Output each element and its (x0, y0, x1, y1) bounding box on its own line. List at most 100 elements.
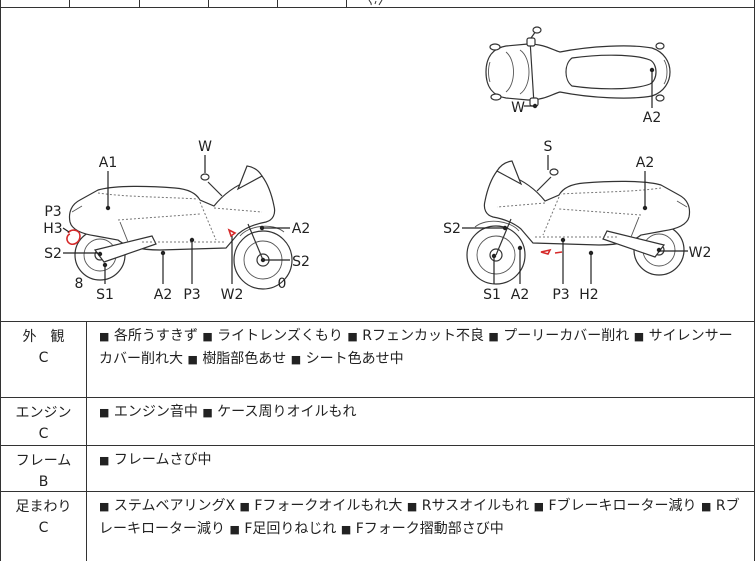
damage-diagram: W A2 A1 W P3 (43, 26, 711, 303)
diagram-label: 0 (278, 276, 287, 292)
diagram-label: S1 (483, 287, 501, 303)
defect-item: ■ エンジン音中 (99, 404, 198, 420)
section-heading-cell: エンジン C (1, 398, 87, 445)
defect-list: ■ 各所うすきず ■ ライトレンズくもり ■ Rフェンカット不良 ■ プーリーカ… (87, 322, 754, 397)
section-heading-cell: 外 観 C (1, 322, 87, 397)
defect-text: Rサスオイルもれ (421, 498, 530, 514)
bullet-mark: ■ (99, 330, 110, 343)
defect-text: プーリーカバー削れ (503, 328, 630, 344)
section-heading-cell: フレーム B (1, 446, 87, 491)
section-row-exterior: 外 観 C ■ 各所うすきず ■ ライトレンズくもり ■ Rフェンカット不良 ■… (1, 322, 754, 398)
defect-item: ■ ケース周りオイルもれ (202, 404, 356, 420)
table-cell (347, 0, 754, 7)
diagram-label: 8 (75, 276, 84, 292)
defect-text: Fブレーキローター減り (548, 498, 697, 514)
defect-item: ■ プーリーカバー削れ (488, 328, 629, 344)
bullet-mark: ■ (239, 500, 250, 513)
diagram-label: H2 (579, 287, 598, 303)
section-grade: C (38, 350, 49, 366)
table-cell (278, 0, 347, 7)
top-view-callouts: W A2 (511, 67, 661, 126)
defect-list: ■ フレームさび中 (87, 446, 754, 491)
left-view-callouts: A1 W P3 H3 S2 A2 S2 8 0 S1 A2 P3 W2 (43, 139, 310, 303)
defect-item: ■ シート色あせ中 (291, 351, 404, 367)
table-cell (209, 0, 278, 7)
diagram-label: S2 (443, 221, 461, 237)
section-name: エンジン (15, 405, 72, 421)
bullet-mark: ■ (533, 500, 545, 513)
scooter-top-view (485, 26, 671, 107)
section-grade: C (38, 426, 49, 442)
bullet-mark: ■ (633, 330, 645, 343)
table-cell (140, 0, 209, 7)
diagram-label: S2 (44, 246, 62, 262)
diagram-label: P3 (552, 287, 569, 303)
defect-item: ■ Fフォークオイルもれ大 (239, 498, 402, 514)
section-row-frame: フレーム B ■ フレームさび中 (1, 446, 754, 492)
defect-text: エンジン音中 (113, 404, 198, 420)
defect-text: Rフェンカット不良 (362, 328, 484, 344)
bullet-mark: ■ (701, 500, 712, 513)
defect-text: ステムベアリングX (113, 498, 236, 514)
bullet-mark: ■ (488, 330, 499, 343)
defect-text: ケース周りオイルもれ (217, 404, 357, 420)
defect-text: ライトレンズくもり (217, 328, 343, 344)
right-view-callouts: S A2 S2 W2 S1 A2 P3 H2 (443, 139, 711, 303)
defect-item: ■ Rブレーキローター減り (99, 498, 740, 537)
section-grade: B (38, 474, 49, 490)
diagram-label: S2 (292, 254, 310, 270)
defect-text: フレームさび中 (113, 452, 212, 468)
defect-item: ■ Fブレーキローター減り (534, 498, 697, 514)
diagram-label: A2 (643, 110, 661, 126)
defect-item: ■ F足回りねじれ (229, 521, 336, 537)
defect-text: シート色あせ中 (305, 351, 404, 367)
bullet-mark: ■ (290, 353, 302, 366)
defect-item: ■ Rフェンカット不良 (347, 328, 484, 344)
defect-text: サイレンサーカバー削れ大 (99, 328, 733, 367)
section-name: 外 観 (22, 329, 65, 345)
clipped-text-fragment (368, 0, 383, 6)
defect-list: ■ ステムベアリングX ■ Fフォークオイルもれ大 ■ Rサスオイルもれ ■ F… (87, 492, 754, 561)
bullet-mark: ■ (340, 523, 352, 536)
section-name: フレーム (15, 453, 72, 469)
defect-mark (554, 251, 563, 254)
defect-text: Fフォークオイルもれ大 (254, 498, 403, 514)
diagram-label: P3 (44, 204, 61, 220)
defect-text: 各所うすきず (113, 328, 198, 344)
bullet-mark: ■ (99, 500, 110, 513)
defect-item: ■ 各所うすきず (99, 328, 198, 344)
defect-text: F足回りねじれ (244, 521, 337, 537)
defect-mark (540, 248, 552, 255)
bullet-mark: ■ (202, 406, 213, 419)
bullet-mark: ■ (347, 330, 358, 343)
diagram-label: A2 (292, 221, 310, 237)
diagram-label: P3 (183, 287, 200, 303)
bullet-mark: ■ (99, 454, 110, 467)
section-row-engine: エンジン C ■ エンジン音中 ■ ケース周りオイルもれ (1, 398, 754, 446)
defect-item: ■ Fフォーク摺動部さび中 (341, 521, 504, 537)
defect-mark (227, 228, 237, 238)
defect-item: ■ ステムベアリングX (99, 498, 235, 514)
defect-text: 樹脂部色あせ (202, 351, 287, 367)
damage-diagram-panel: W A2 A1 W P3 (1, 8, 754, 322)
defect-text: Rブレーキローター減り (99, 498, 740, 537)
diagram-label: S1 (96, 287, 114, 303)
bullet-mark: ■ (187, 353, 198, 366)
defect-text: Fフォーク摺動部さび中 (355, 521, 504, 537)
diagram-label: A2 (154, 287, 172, 303)
scooter-left-side-view (68, 165, 293, 290)
diagram-label: W2 (689, 245, 712, 261)
previous-table-row (1, 0, 754, 8)
defect-item: ■ Rサスオイルもれ (407, 498, 529, 514)
defect-item: ■ ライトレンズくもり (202, 328, 343, 344)
defect-item: ■ 樹脂部色あせ (187, 351, 286, 367)
table-cell (70, 0, 140, 7)
diagram-label: H3 (43, 221, 62, 237)
section-grade: C (38, 520, 49, 536)
section-heading-cell: 足まわり C (1, 492, 87, 561)
section-row-suspension: 足まわり C ■ ステムベアリングX ■ Fフォークオイルもれ大 ■ Rサスオイ… (1, 492, 754, 561)
defect-item: ■ フレームさび中 (99, 452, 211, 468)
diagram-label: W2 (221, 287, 244, 303)
defect-item: ■ サイレンサーカバー削れ大 (99, 328, 733, 367)
